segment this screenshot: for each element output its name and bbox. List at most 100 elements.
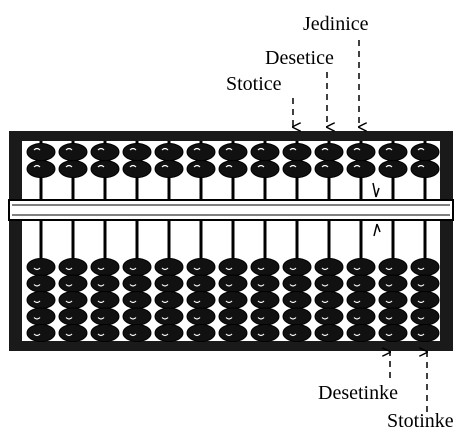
lower-bead [58, 324, 88, 342]
bead-highlight [193, 300, 201, 304]
lower-bead [122, 307, 152, 326]
lower-bead [314, 324, 344, 342]
upper-bead [282, 160, 312, 178]
upper-bead [314, 160, 344, 178]
bead-highlight [321, 333, 329, 337]
lower-bead [90, 291, 120, 309]
label-stotice: Stotice [226, 73, 282, 95]
upper-bead [314, 143, 344, 161]
lower-bead [250, 307, 280, 326]
upper-bead [378, 143, 408, 161]
bead-highlight [65, 317, 73, 320]
lower-bead [346, 324, 376, 342]
lower-bead [410, 307, 440, 326]
bead-highlight [225, 333, 233, 337]
bead-highlight [257, 267, 265, 271]
label-desetinke: Desetinke [318, 382, 398, 404]
upper-bead [250, 143, 280, 161]
bead-highlight [385, 317, 393, 320]
bead-highlight [161, 317, 169, 320]
bead-highlight [289, 284, 297, 287]
lower-bead [314, 258, 344, 276]
lower-bead [90, 307, 120, 326]
bead-highlight [129, 147, 137, 151]
lower-bead [378, 291, 408, 309]
bead-highlight [193, 267, 201, 271]
lower-bead [250, 274, 280, 293]
bead-highlight [161, 164, 169, 168]
bead-highlight [65, 267, 73, 271]
lower-bead [90, 274, 120, 293]
bead-highlight [257, 317, 265, 320]
lower-bead [346, 258, 376, 276]
lower-bead [26, 291, 56, 309]
bead-highlight [65, 333, 73, 337]
upper-bead [282, 143, 312, 161]
lower-bead [90, 258, 120, 276]
upper-bead [410, 143, 440, 161]
upper-bead [346, 143, 376, 161]
bead-highlight [97, 267, 105, 271]
lower-bead [122, 324, 152, 342]
lower-bead [154, 258, 184, 276]
upper-bead [346, 160, 376, 178]
bead-highlight [289, 267, 297, 271]
bead-highlight [385, 333, 393, 337]
bead-highlight [33, 317, 41, 320]
lower-bead [186, 274, 216, 293]
bead-highlight [129, 300, 137, 304]
label-desetice: Desetice [265, 47, 334, 69]
bead-highlight [257, 164, 265, 168]
lower-bead [122, 274, 152, 293]
bead-highlight [129, 333, 137, 337]
bead-highlight [417, 284, 425, 287]
bead-highlight [97, 333, 105, 337]
upper-bead [122, 160, 152, 178]
upper-bead [90, 160, 120, 178]
lower-bead [410, 324, 440, 342]
lower-bead [378, 274, 408, 293]
bead-highlight [225, 147, 233, 151]
lower-bead [218, 274, 248, 293]
bead-highlight [33, 164, 41, 168]
bead-highlight [97, 147, 105, 151]
lower-bead [282, 307, 312, 326]
upper-bead [154, 160, 184, 178]
bead-highlight [257, 300, 265, 304]
abacus-beam [8, 199, 454, 221]
upper-bead [26, 143, 56, 161]
bead-highlight [193, 147, 201, 151]
bead-highlight [321, 284, 329, 287]
lower-bead [154, 274, 184, 293]
lower-bead [218, 324, 248, 342]
bead-highlight [289, 164, 297, 168]
bead-highlight [193, 317, 201, 320]
bead-highlight [65, 164, 73, 168]
beam-marks [372, 182, 381, 237]
bead-highlight [417, 333, 425, 337]
lower-bead [154, 324, 184, 342]
bead-highlight [353, 147, 361, 151]
bead-highlight [129, 164, 137, 168]
upper-bead [186, 143, 216, 161]
bead-highlight [225, 284, 233, 287]
bead-highlight [321, 147, 329, 151]
bead-highlight [161, 147, 169, 151]
bead-highlight [289, 300, 297, 304]
bead-highlight [225, 267, 233, 271]
lower-bead [282, 274, 312, 293]
bead-highlight [321, 300, 329, 304]
lower-bead [314, 274, 344, 293]
lower-bead [26, 274, 56, 293]
bead-highlight [161, 300, 169, 304]
lower-bead [186, 258, 216, 276]
bead-highlight [97, 164, 105, 168]
bead-highlight [97, 284, 105, 287]
bead-highlight [385, 147, 393, 151]
bead-highlight [417, 147, 425, 151]
bead-highlight [193, 164, 201, 168]
lower-bead [186, 291, 216, 309]
upper-bead [378, 160, 408, 178]
bead-highlight [385, 284, 393, 287]
bead-highlight [65, 284, 73, 287]
